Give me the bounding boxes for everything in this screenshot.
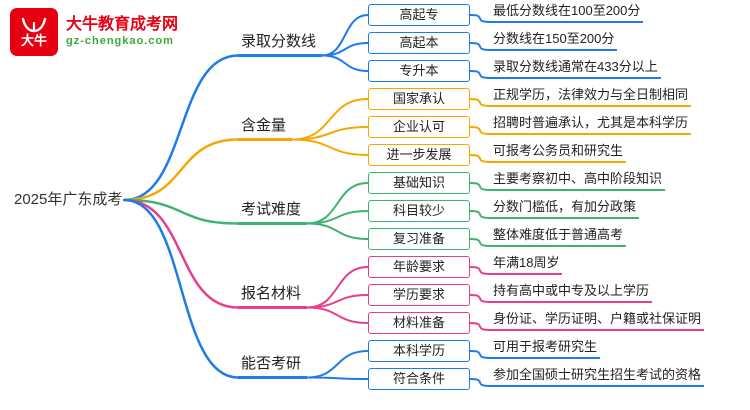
detail-node: 可报考公务员和研究生 (490, 141, 627, 163)
connector-line (469, 182, 491, 191)
detail-node: 分数线在150至200分 (490, 29, 618, 51)
root-node: 2025年广东成考 (14, 191, 123, 208)
topic-node: 学历要求 (368, 284, 470, 306)
detail-node: 参加全国硕士研究生招生考试的资格 (490, 365, 705, 387)
topic-node: 企业认可 (368, 116, 470, 138)
logo-square-text: 大牛 (20, 33, 47, 48)
connector-line (123, 54, 240, 202)
connector-line (469, 378, 491, 387)
connector-line (469, 154, 491, 163)
connector-line (306, 222, 369, 240)
connector-line (469, 210, 491, 219)
connector-line (469, 322, 491, 331)
branch-label-materials: 报名材料 (238, 284, 308, 309)
branch-label-admission-score: 录取分数线 (238, 32, 323, 57)
detail-node: 身份证、学历证明、户籍或社保证明 (490, 309, 705, 331)
detail-node: 分数门槛低，有加分政策 (490, 197, 640, 219)
topic-node: 复习准备 (368, 228, 470, 250)
connector-line (469, 126, 491, 135)
topic-node: 高起本 (368, 32, 470, 54)
detail-node: 最低分数线在100至200分 (490, 1, 644, 23)
topic-node: 符合条件 (368, 368, 470, 390)
topic-node: 国家承认 (368, 88, 470, 110)
detail-node: 主要考察初中、高中阶段知识 (490, 169, 666, 191)
bull-horns-icon (21, 17, 47, 33)
connector-line (469, 294, 491, 303)
topic-node: 材料准备 (368, 312, 470, 334)
detail-node: 可用于报考研究生 (490, 337, 601, 359)
connector-line (469, 70, 491, 79)
logo-text: 大牛教育成考网 gz-chengkao.com (66, 15, 178, 49)
connector-line (469, 14, 491, 23)
topic-node: 基础知识 (368, 172, 470, 194)
site-logo: 大牛 大牛教育成考网 gz-chengkao.com (10, 8, 178, 56)
detail-node: 年满18周岁 (490, 253, 563, 275)
connector-line (306, 350, 369, 379)
site-name: 大牛教育成考网 (66, 16, 179, 34)
connector-line (123, 198, 240, 309)
connector-line (469, 98, 491, 107)
connector-line (306, 376, 369, 380)
connector-line (291, 138, 369, 156)
detail-node: 招聘时普遍承认，尤其是本科学历 (490, 113, 692, 135)
bull-logo-icon: 大牛 (10, 8, 58, 56)
connector-line (469, 266, 491, 275)
connector-line (306, 306, 369, 324)
branch-label-value: 含金量 (238, 116, 293, 141)
detail-node: 正规学历，法律效力与全日制相同 (490, 85, 692, 107)
branch-label-difficulty: 考试难度 (238, 200, 308, 225)
connector-line (123, 138, 240, 202)
connector-line (321, 54, 369, 72)
topic-node: 本科学历 (368, 340, 470, 362)
topic-node: 进一步发展 (368, 144, 470, 166)
topic-node: 科目较少 (368, 200, 470, 222)
connector-line (469, 350, 491, 359)
connector-line (469, 238, 491, 247)
site-domain: gz-chengkao.com (66, 35, 174, 48)
connector-line (291, 98, 369, 141)
branch-label-postgraduate: 能否考研 (238, 354, 308, 379)
detail-node: 整体难度低于普通高考 (490, 225, 627, 247)
detail-node: 录取分数线通常在433分以上 (490, 57, 661, 79)
detail-node: 持有高中或中专及以上学历 (490, 281, 653, 303)
connector-line (123, 198, 240, 379)
topic-node: 高起专 (368, 4, 470, 26)
connector-line (469, 42, 491, 51)
topic-node: 年龄要求 (368, 256, 470, 278)
connector-line (123, 198, 240, 225)
topic-node: 专升本 (368, 60, 470, 82)
